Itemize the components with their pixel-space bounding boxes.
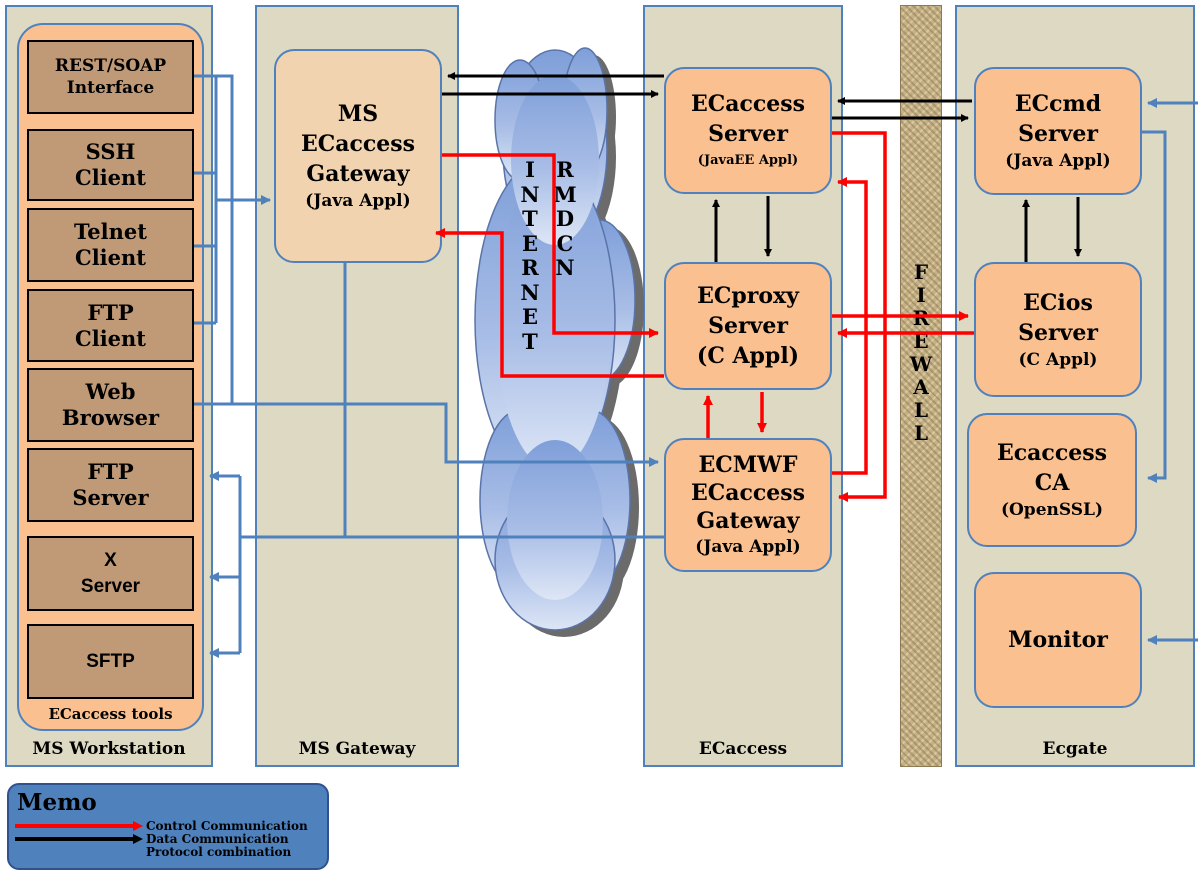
legend-data-arrow <box>15 833 145 845</box>
memo-title: Memo <box>17 789 97 816</box>
memo-legend: Memo Control Communication Data Communic… <box>7 783 329 870</box>
legend-protocol-label: Protocol combination <box>146 846 291 859</box>
legend-control-arrow <box>15 820 145 832</box>
